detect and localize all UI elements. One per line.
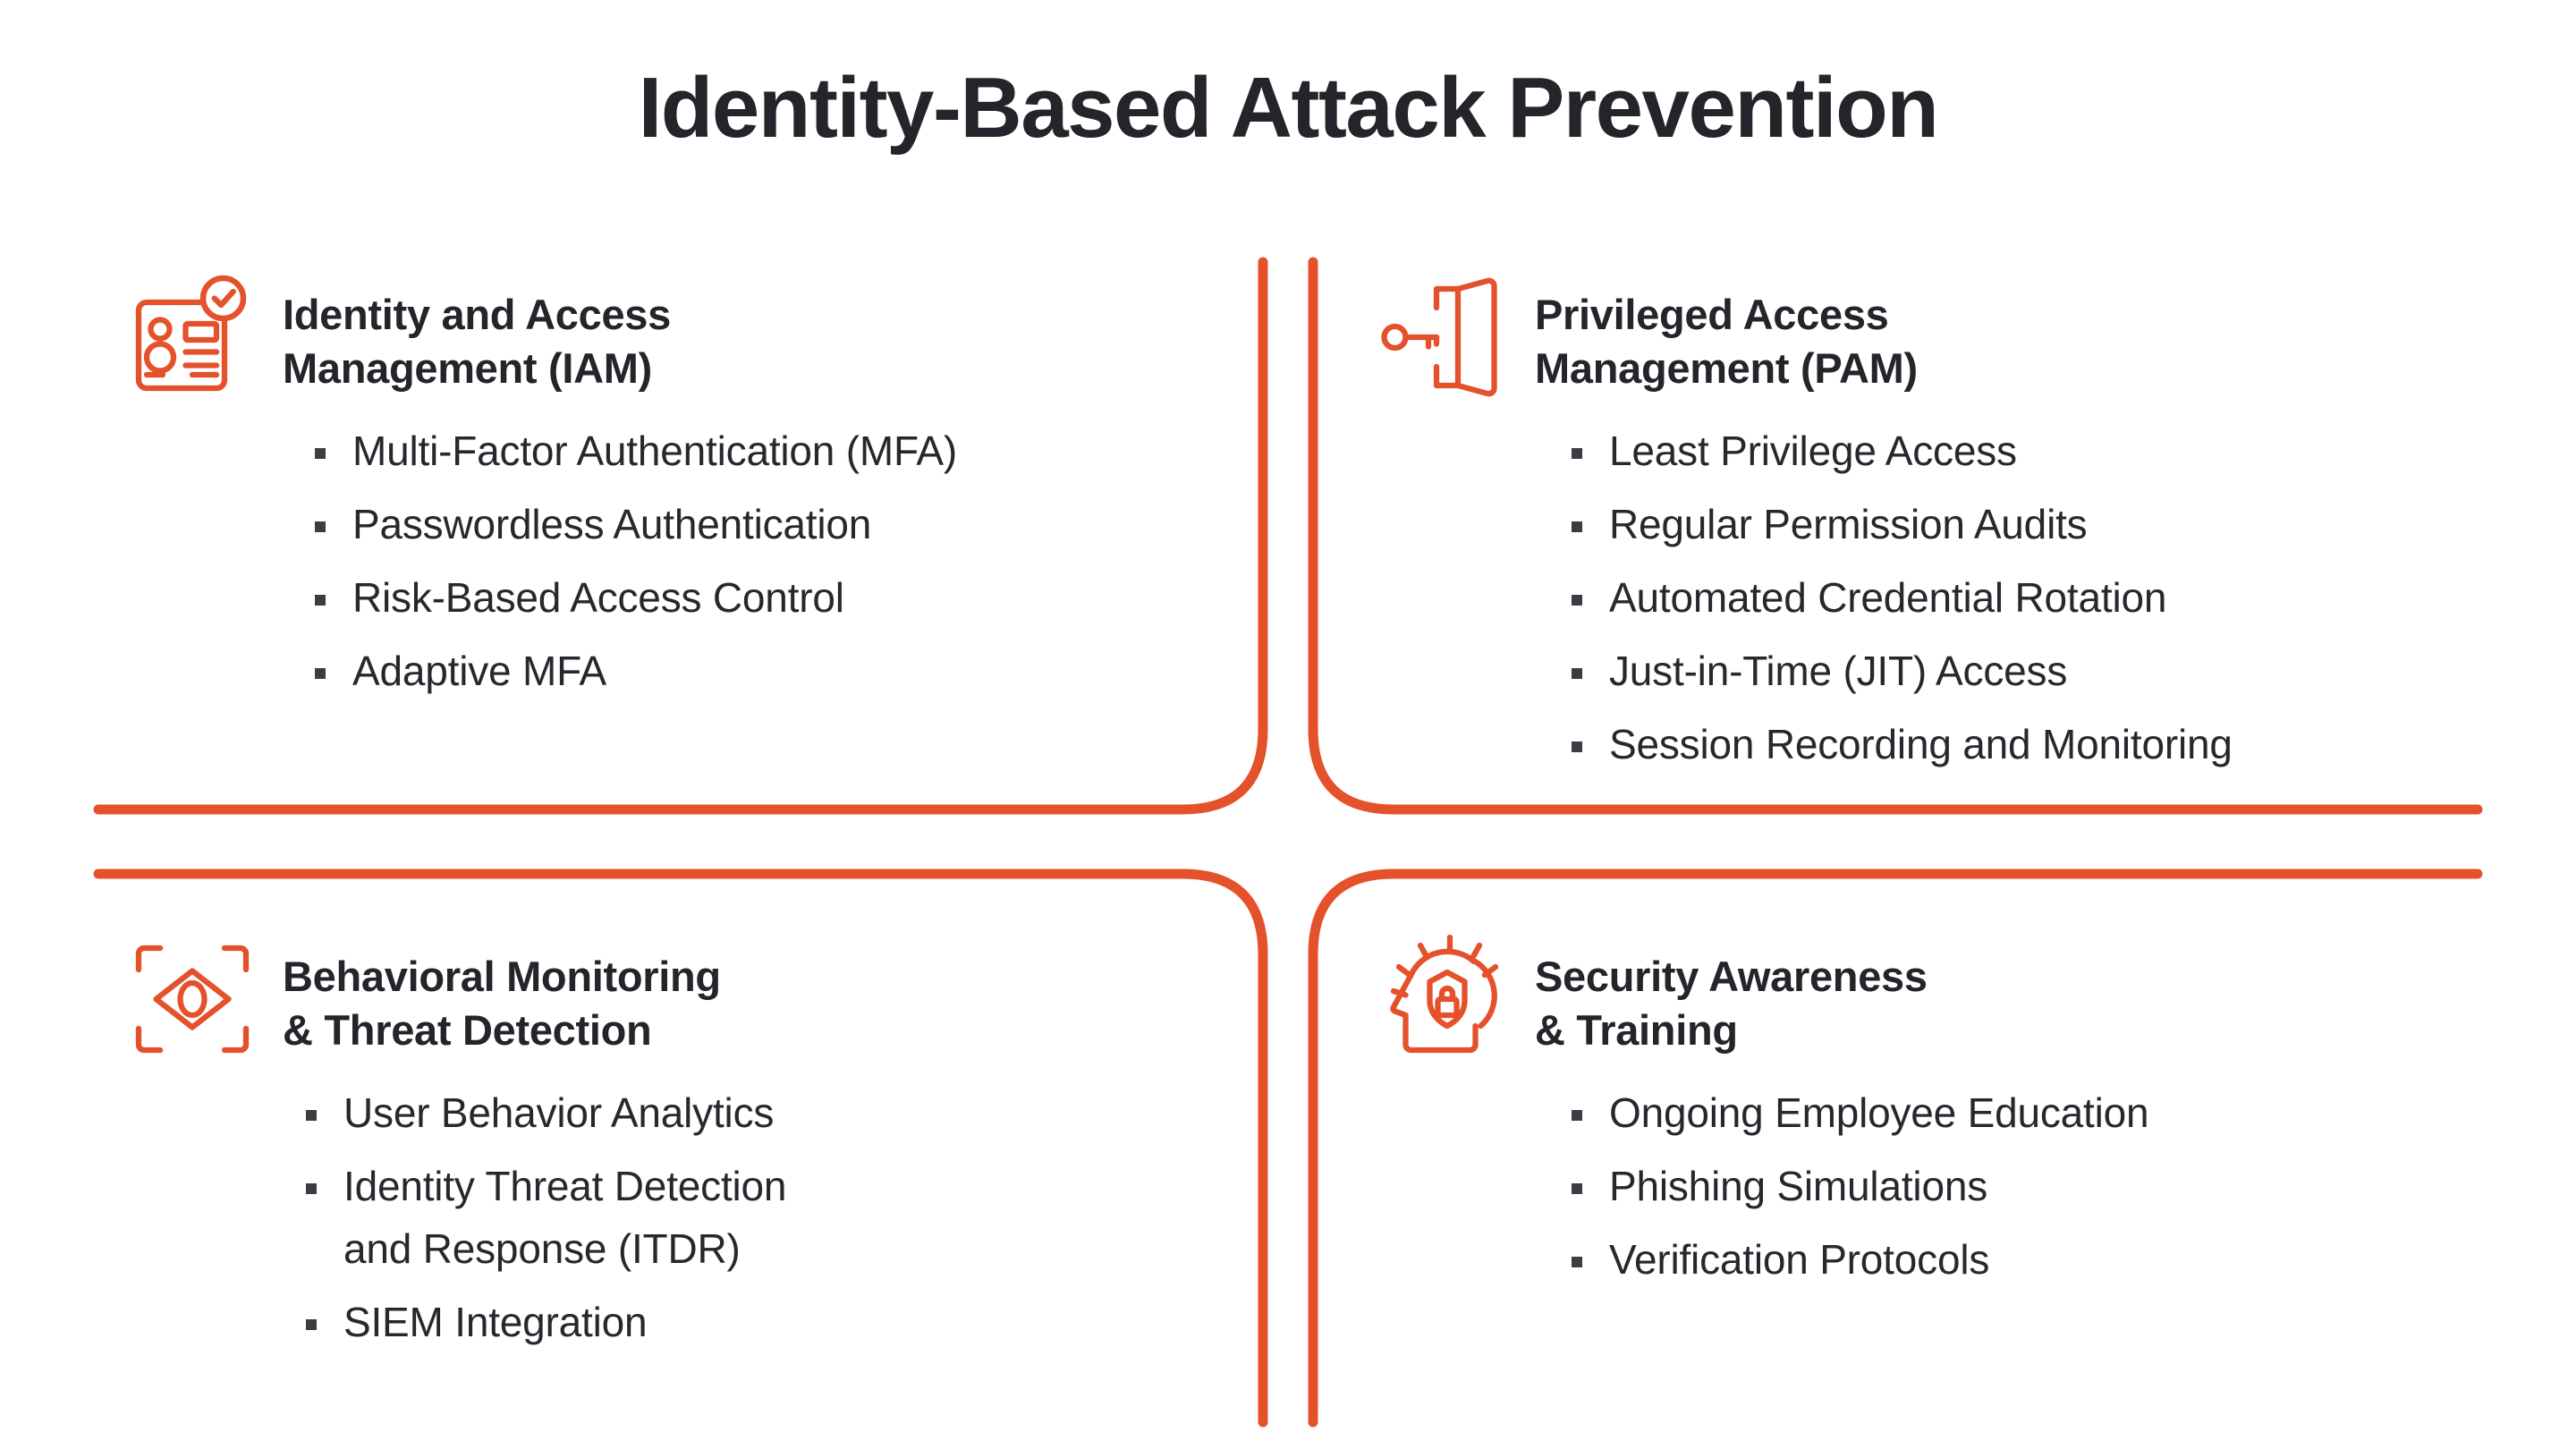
- list-item: Phishing Simulations: [1570, 1156, 2496, 1218]
- key-door-icon: [1377, 270, 1512, 404]
- behavioral-monitoring-list: User Behavior Analytics Identity Threat …: [125, 1082, 1208, 1354]
- quadrant-iam: Identity and Access Management (IAM) Mul…: [125, 268, 1208, 714]
- list-item: Session Recording and Monitoring: [1570, 714, 2496, 776]
- quadrant-header: Behavioral Monitoring & Threat Detection: [125, 930, 1208, 1066]
- quadrant-title: Behavioral Monitoring & Threat Detection: [283, 953, 721, 1055]
- list-item: Risk-Based Access Control: [313, 567, 1208, 630]
- iam-list: Multi-Factor Authentication (MFA) Passwo…: [125, 420, 1208, 703]
- list-item: Automated Credential Rotation: [1570, 567, 2496, 630]
- list-item: Identity Threat Detection and Response (…: [304, 1156, 1208, 1281]
- quadrant-pam: Privileged Access Management (PAM) Least…: [1377, 268, 2496, 787]
- quadrant-title: Identity and Access Management (IAM): [283, 291, 671, 393]
- quadrant-header: Identity and Access Management (IAM): [125, 268, 1208, 404]
- quadrant-header: Privileged Access Management (PAM): [1377, 268, 2496, 404]
- list-item: Ongoing Employee Education: [1570, 1082, 2496, 1145]
- quadrant-title: Security Awareness & Training: [1535, 953, 1928, 1055]
- list-item: Regular Permission Audits: [1570, 494, 2496, 556]
- list-item: SIEM Integration: [304, 1292, 1208, 1354]
- list-item: Adaptive MFA: [313, 640, 1208, 703]
- list-item: Multi-Factor Authentication (MFA): [313, 420, 1208, 483]
- security-awareness-list: Ongoing Employee Education Phishing Simu…: [1377, 1082, 2496, 1292]
- list-item: Verification Protocols: [1570, 1229, 2496, 1292]
- quadrant-behavioral-monitoring: Behavioral Monitoring & Threat Detection…: [125, 930, 1208, 1365]
- page-title: Identity-Based Attack Prevention: [638, 60, 1939, 156]
- quadrant-header: Security Awareness & Training: [1377, 930, 2496, 1066]
- list-item: Just-in-Time (JIT) Access: [1570, 640, 2496, 703]
- quadrant-security-awareness: Security Awareness & Training Ongoing Em…: [1377, 930, 2496, 1302]
- quadrant-title: Privileged Access Management (PAM): [1535, 291, 1918, 393]
- head-shield-lock-icon: [1377, 932, 1512, 1066]
- list-item: User Behavior Analytics: [304, 1082, 1208, 1145]
- list-item: Least Privilege Access: [1570, 420, 2496, 483]
- list-item: Passwordless Authentication: [313, 494, 1208, 556]
- eye-scan-icon: [125, 932, 259, 1066]
- id-card-check-icon: [125, 270, 259, 404]
- pam-list: Least Privilege Access Regular Permissio…: [1377, 420, 2496, 776]
